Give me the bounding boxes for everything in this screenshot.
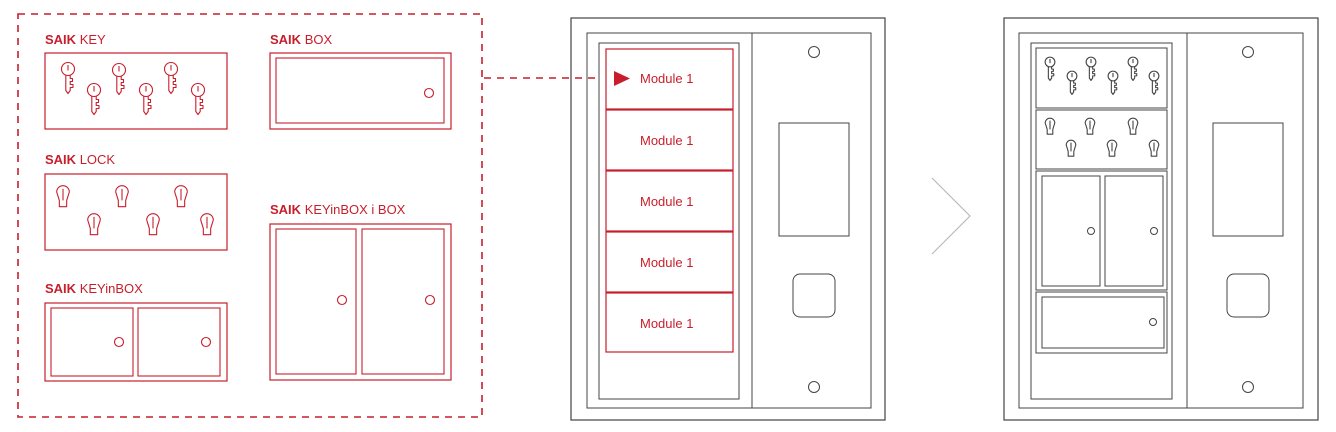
reader-pad [1226,273,1270,318]
key-icon [195,96,204,116]
module-slot-label: Module 1 [640,194,693,209]
lock-cylinder-icon [1044,117,1160,157]
lock-cylinder-icon [56,185,70,208]
box-door-icon [275,228,357,375]
module-slot [605,170,734,232]
key-icon [1151,80,1159,95]
cabinet-outer-frame [1003,17,1319,421]
module-slot [605,292,734,353]
key-icon [91,96,100,116]
lock-cylinder-icon [1148,139,1160,157]
box-door-icon [1041,175,1101,287]
cabinet-empty: Module 1 Module 1 Module 1 Module 1 Modu… [570,17,886,421]
box-door-icon [50,307,134,377]
module-slot [605,109,734,171]
lock-cylinder-icon [1084,117,1096,135]
cabinet-inner-frame [586,32,872,409]
module-slot-label: Module 1 [640,133,693,148]
installed-keyinbox-i-box-module [1035,170,1168,291]
screw-hole [1242,46,1254,58]
lock-cylinder-icon [200,213,214,236]
key-icon [143,96,152,116]
lock-cylinder-icon [115,185,129,208]
key-icon [65,75,74,95]
module-saik-lock [44,173,228,251]
module-slot [605,231,734,293]
lock-cylinder-icon [174,185,188,208]
cabinet-outer-frame [570,17,886,421]
label-saik-key: SAIK KEY [45,32,106,47]
lock-cylinder-icon [1065,139,1077,157]
lock-cylinder-icon [1106,139,1118,157]
label-saik-keyinbox-i-box: SAIK KEYinBOX i BOX [270,202,406,217]
lock-cylinder-icon [56,185,214,236]
module-saik-keyinbox-i-box [269,223,452,381]
module-bay [1030,42,1173,400]
key-icon [1088,66,1096,81]
key-icon [1110,80,1118,95]
display-window [778,122,850,237]
reader-pad [792,273,836,318]
chevron-right-icon [931,177,971,255]
lock-cylinder-icon [1044,117,1056,135]
key-icon [1069,80,1077,95]
module-saik-box [269,52,452,130]
box-door-icon [1041,296,1165,349]
catalogue-dashed-frame [17,13,483,418]
module-slot-label: Module 1 [640,316,693,331]
key-icon [1047,66,1055,81]
module-catalogue: SAIK KEY SAIK BOX SAIK LOCK SAIK KEYinBO… [17,13,483,418]
module-saik-key [44,52,228,130]
key-icon [60,61,206,116]
box-door-icon [1104,175,1164,287]
module-saik-keyinbox [44,302,228,382]
module-slot [605,48,734,110]
label-saik-keyinbox: SAIK KEYinBOX [45,281,143,296]
screw-hole [1242,381,1254,393]
lock-cylinder-icon [146,213,160,236]
lock-cylinder-icon [1127,117,1139,135]
lock-cylinder-icon [87,213,101,236]
arrow-icon [614,71,630,86]
label-saik-box: SAIK BOX [270,32,332,47]
key-icon [1130,66,1138,81]
cabinet-configured [1003,17,1319,421]
screw-hole [808,46,820,58]
installed-key-module [1035,47,1168,109]
key-icon [168,75,177,95]
key-icon [116,76,125,96]
screw-hole [808,381,820,393]
label-saik-lock: SAIK LOCK [45,152,115,167]
module-slot-label: Module 1 [640,71,693,86]
display-window [1212,122,1284,237]
box-door-icon [137,307,221,377]
box-door-icon [361,228,445,375]
module-bay [598,42,740,400]
installed-lock-module [1035,109,1168,170]
cabinet-inner-frame [1018,32,1304,409]
key-icon [1044,56,1160,95]
module-slot-label: Module 1 [640,255,693,270]
installed-box-module [1035,291,1168,354]
box-door-icon [423,87,435,99]
